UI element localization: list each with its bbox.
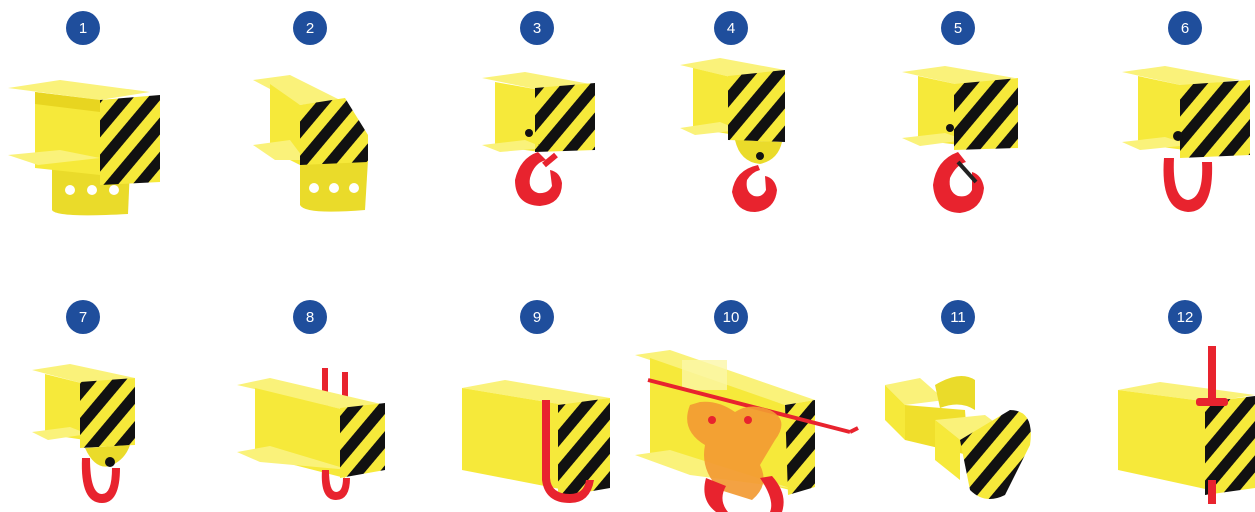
beam-angled-end-icon: [885, 376, 1031, 499]
beam-clamp-icon: [635, 350, 859, 512]
box-beam-u-bolt-icon: [462, 380, 610, 503]
item-6-badge: 6: [1168, 11, 1202, 45]
i-beam-through-shackle-icon: [237, 368, 385, 500]
item-5-badge: 5: [941, 11, 975, 45]
beam-end-with-lug-plate-icon: [8, 80, 160, 216]
item-10-badge: 10: [714, 300, 748, 334]
item-4-badge: 4: [714, 11, 748, 45]
item-1-badge: 1: [66, 11, 100, 45]
beam-end-with-hook-icon: [482, 72, 595, 206]
beam-end-angled-lug-plate-icon: [253, 75, 368, 212]
beam-end-small-shackle-icon: [32, 364, 135, 503]
beam-end-swivel-hook-icon: [680, 58, 785, 212]
item-3-badge: 3: [520, 11, 554, 45]
item-9-badge: 9: [520, 300, 554, 334]
item-8-badge: 8: [293, 300, 327, 334]
box-beam-vertical-pin-icon: [1118, 346, 1255, 504]
item-12-badge: 12: [1168, 300, 1202, 334]
item-11-badge: 11: [941, 300, 975, 334]
item-7-badge: 7: [66, 300, 100, 334]
beam-end-hook-with-latch-icon: [902, 66, 1018, 213]
beam-end-shackle-icon: [1122, 66, 1250, 212]
item-2-badge: 2: [293, 11, 327, 45]
